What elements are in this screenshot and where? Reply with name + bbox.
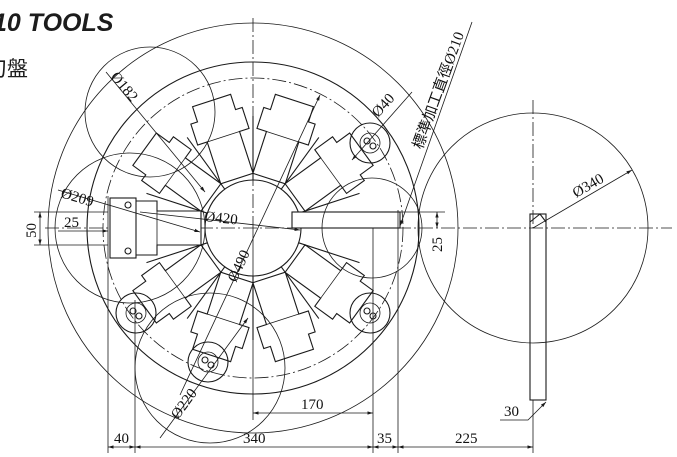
label-dia-40: Ø40 bbox=[369, 91, 398, 121]
chuck-circle-340 bbox=[417, 112, 649, 344]
tool-pitch-circle bbox=[102, 77, 404, 379]
left-tool-holder bbox=[109, 197, 137, 259]
workpiece-bar bbox=[529, 213, 547, 401]
leader-210 bbox=[399, 21, 473, 227]
leader-490 bbox=[179, 94, 321, 396]
workpiece-chamfer bbox=[529, 213, 547, 223]
label-dia-209: Ø209 bbox=[59, 186, 96, 211]
leader-340 bbox=[532, 169, 633, 229]
dim-leader-30 bbox=[500, 401, 547, 421]
label-dim-25-left: 25 bbox=[64, 215, 79, 231]
leader-40 bbox=[351, 91, 413, 161]
boring-bar bbox=[291, 211, 401, 229]
label-dim-170: 170 bbox=[301, 397, 324, 413]
left-holder-bolt bbox=[124, 201, 132, 209]
label-dia-490: Ø490 bbox=[225, 248, 254, 285]
leader-420 bbox=[139, 211, 301, 232]
label-dim-340: 340 bbox=[243, 431, 266, 447]
page-subtitle: 刀盤 bbox=[0, 57, 28, 81]
page-title: 10 TOOLS bbox=[0, 9, 114, 37]
label-dia-220: Ø220 bbox=[168, 386, 201, 422]
tool-circle-209 bbox=[54, 152, 206, 304]
label-dia-420: Ø420 bbox=[204, 209, 239, 228]
label-dia-182: Ø182 bbox=[107, 69, 141, 105]
label-dim-30: 30 bbox=[504, 404, 519, 420]
outer-swing-circle bbox=[47, 22, 459, 434]
leader-209 bbox=[57, 189, 201, 233]
label-dia-340: Ø340 bbox=[570, 171, 607, 202]
tool-circle-182 bbox=[84, 46, 216, 178]
label-dim-225: 225 bbox=[455, 431, 478, 447]
leader-220 bbox=[159, 317, 249, 439]
label-dim-35: 35 bbox=[377, 431, 392, 447]
label-dim-40: 40 bbox=[114, 431, 129, 447]
label-dim-25-right: 25 bbox=[430, 237, 446, 252]
leader-182 bbox=[105, 71, 206, 193]
tool-circle-210 bbox=[321, 177, 423, 279]
left-holder-bolt bbox=[124, 247, 132, 255]
label-dia-210: 標準加工直徑Ø210 bbox=[410, 30, 468, 152]
label-dim-50: 50 bbox=[24, 223, 40, 238]
